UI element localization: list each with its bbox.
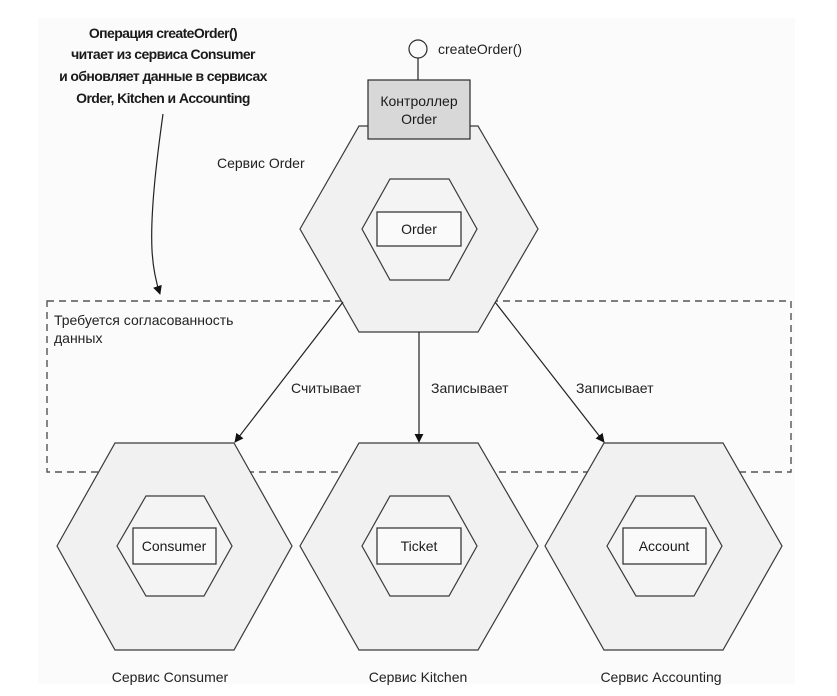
service-consumer: Consumer Сервис Consumer — [56, 442, 293, 685]
entity-box-order — [376, 211, 462, 247]
annotation-note: Операция createOrder() читает из сервиса… — [59, 25, 268, 106]
entity-label: Account — [639, 538, 690, 554]
service-label: Сервис Kitchen — [369, 669, 468, 685]
service-accounting: Account Сервис Accounting — [544, 442, 783, 685]
entity-label: Order — [401, 221, 437, 237]
interface-lollipop-icon — [408, 39, 428, 59]
annotation-line: Order, Kitchen и Accounting — [76, 90, 250, 106]
controller-label: Order — [401, 111, 437, 127]
relation-label: Записывает — [576, 380, 654, 396]
order-controller: createOrder() Контроллер Order — [367, 39, 522, 140]
entity-box-account — [622, 527, 707, 565]
consistency-region-label: данных — [54, 330, 102, 346]
service-order: Order Сервис Order — [217, 125, 539, 333]
interface-label: createOrder() — [438, 41, 522, 57]
service-label: Сервис Consumer — [112, 669, 229, 685]
entity-box-consumer — [132, 527, 217, 565]
consistency-region-label: Требуется согласованность — [54, 312, 233, 328]
controller-box — [367, 79, 471, 140]
annotation-line: читает из сервиса Consumer — [71, 46, 256, 62]
relation-label: Считывает — [291, 380, 362, 396]
annotation-line: Операция createOrder() — [89, 25, 237, 41]
service-label: Сервис Accounting — [600, 669, 721, 685]
entity-box-ticket — [376, 527, 462, 565]
relation-arrow-reads-consumer — [234, 301, 344, 443]
entity-label: Consumer — [142, 538, 207, 554]
controller-label: Контроллер — [380, 93, 457, 109]
service-kitchen: Ticket Сервис Kitchen — [299, 442, 539, 685]
service-label: Сервис Order — [217, 155, 305, 171]
relation-label: Записывает — [431, 380, 509, 396]
entity-label: Ticket — [401, 538, 438, 554]
relation-arrow-writes-accounting — [494, 301, 605, 443]
annotation-pointer-arrow — [151, 113, 164, 295]
annotation-line: и обновляет данные в сервисах — [59, 68, 268, 84]
